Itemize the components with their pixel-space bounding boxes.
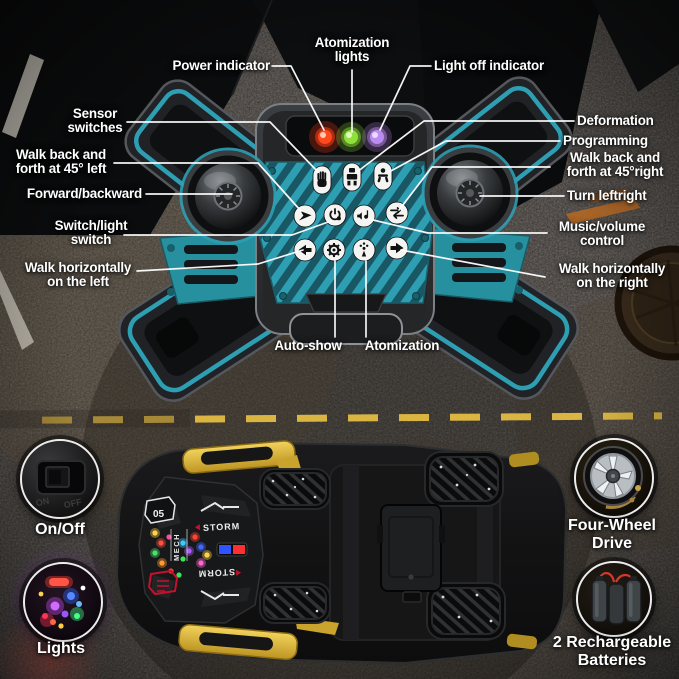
car-battery-cover bbox=[377, 504, 445, 603]
label-power-indicator: Power indicator bbox=[172, 58, 271, 73]
car-yellow-accents bbox=[178, 440, 540, 661]
deformation-button[interactable] bbox=[342, 162, 362, 192]
wheel-rear-bottom bbox=[426, 582, 506, 640]
storm-decal-bottom: STORM bbox=[197, 567, 235, 579]
label-light-off-indicator: Light off indicator bbox=[434, 58, 545, 73]
gear-icon bbox=[327, 243, 341, 257]
robot-icon bbox=[346, 168, 358, 186]
spray-icon bbox=[359, 242, 369, 257]
wheel-closeup bbox=[583, 446, 643, 509]
power-light-icon bbox=[329, 208, 342, 221]
programming-button[interactable] bbox=[373, 161, 393, 191]
label-walk-45-left: Walk back and forth at 45° left bbox=[15, 147, 107, 177]
car-robot-head: STORM STORM MECH 05 bbox=[138, 476, 264, 624]
joystick-left[interactable] bbox=[179, 147, 277, 245]
storm-decal-top: STORM bbox=[203, 521, 241, 533]
inset-four-wheel-drive bbox=[574, 438, 654, 518]
atomization-button[interactable] bbox=[352, 238, 376, 262]
battery-pack bbox=[591, 572, 642, 625]
label-lights: Lights bbox=[37, 640, 85, 657]
mecanum-wheels bbox=[259, 451, 506, 640]
auto-show-button[interactable] bbox=[322, 238, 346, 262]
label-turn-left-right: Turn leftright bbox=[567, 188, 647, 203]
label-on-off: On/Off bbox=[35, 521, 85, 538]
right-arrow-icon bbox=[390, 242, 404, 254]
walk-45-button[interactable] bbox=[293, 204, 317, 228]
car-decals: STORM STORM MECH 05 bbox=[144, 496, 242, 601]
rc-car-underside: STORM STORM MECH 05 bbox=[115, 440, 568, 665]
label-music-volume: Music/volume control bbox=[558, 219, 646, 249]
label-walk-horizontal-right: Walk horizontally on the right bbox=[558, 261, 666, 291]
number-decal: 05 bbox=[153, 509, 165, 520]
label-deformation: Deformation bbox=[577, 113, 654, 128]
wheel-rear-top bbox=[424, 451, 504, 507]
label-walk-45-right: Walk back and forth at 45°right bbox=[566, 150, 664, 180]
sensor-hand-button[interactable] bbox=[312, 165, 332, 195]
module-vent bbox=[305, 293, 387, 313]
label-sensor-switches: Sensor switches bbox=[67, 106, 123, 136]
walk-left-button[interactable] bbox=[293, 238, 317, 262]
hand-icon bbox=[317, 171, 327, 187]
wheel-front-bottom bbox=[259, 582, 331, 624]
joystick-right[interactable] bbox=[421, 144, 519, 242]
label-forward-backward: Forward/backward bbox=[26, 186, 142, 201]
angled-arrow-icon bbox=[299, 211, 312, 221]
label-walk-horizontal-left: Walk horizontally on the left bbox=[24, 260, 132, 290]
wheel-front-top bbox=[259, 468, 331, 510]
turn-left-right-button[interactable] bbox=[385, 201, 409, 225]
light-off-led bbox=[362, 122, 392, 152]
label-atomization-lights: Atomization lights bbox=[314, 35, 390, 65]
switch-light-button[interactable] bbox=[323, 203, 347, 227]
music-volume-icon bbox=[357, 210, 369, 220]
label-four-wheel-drive: Four-Wheel Drive bbox=[568, 517, 656, 552]
mech-decal: MECH bbox=[172, 533, 181, 561]
label-programming: Programming bbox=[563, 133, 648, 148]
label-atomization: Atomization bbox=[364, 338, 440, 353]
label-switch-light-switch: Switch/light switch bbox=[54, 218, 128, 248]
label-auto-show: Auto-show bbox=[274, 338, 342, 353]
inset-batteries bbox=[576, 561, 652, 637]
switch-on-text: ON bbox=[35, 496, 50, 509]
inset-on-off-switch: ON OFF bbox=[20, 439, 100, 519]
switch-off-text: OFF bbox=[63, 497, 83, 511]
controller-center-module bbox=[255, 103, 435, 345]
led-strip bbox=[285, 115, 415, 157]
music-volume-button[interactable] bbox=[352, 204, 376, 228]
inset-lights bbox=[23, 562, 103, 642]
car-side-rail bbox=[343, 465, 359, 640]
car-light-bar bbox=[216, 542, 248, 557]
car-lights-closeup bbox=[38, 576, 86, 629]
walk-right-button[interactable] bbox=[385, 236, 409, 260]
power-switch: ON OFF bbox=[35, 460, 86, 511]
atomization-led bbox=[336, 122, 366, 152]
label-batteries: 2 Rechargeable Batteries bbox=[552, 634, 672, 669]
module-handle bbox=[289, 313, 403, 345]
left-arrow-icon bbox=[298, 244, 312, 256]
